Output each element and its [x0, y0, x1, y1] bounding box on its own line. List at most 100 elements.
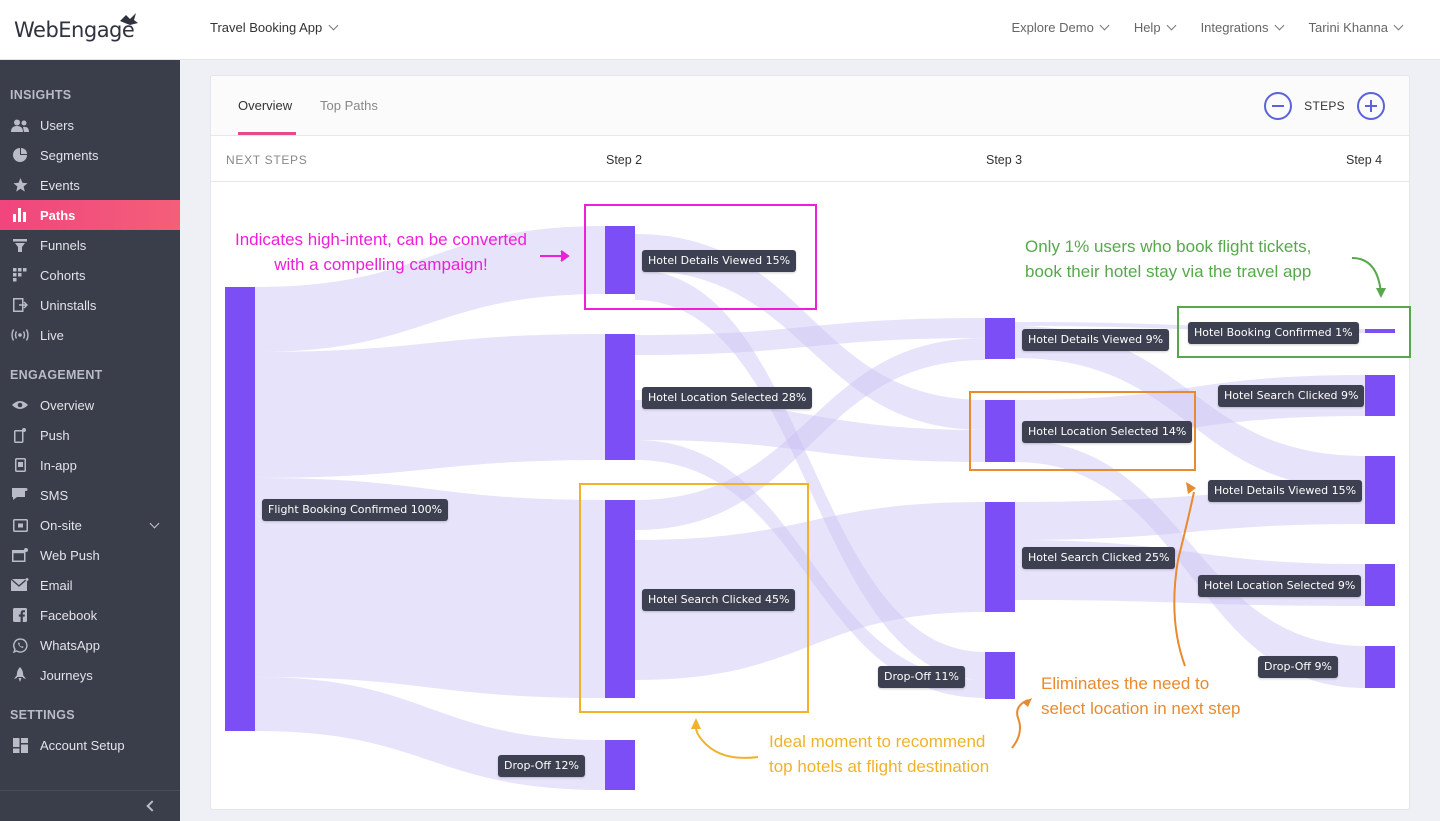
email-icon [10, 577, 30, 593]
sidebar-item-uninstalls[interactable]: Uninstalls [0, 290, 180, 320]
paths-card: Overview Top Paths STEPS NEXT STEPS Step… [210, 75, 1410, 810]
sidebar-item-whatsapp[interactable]: WhatsApp [0, 630, 180, 660]
tab-overview[interactable]: Overview [238, 98, 293, 113]
node-s2-drop-off[interactable] [605, 740, 635, 790]
account-setup-icon [10, 737, 30, 753]
yellow-arrow [691, 718, 759, 759]
webengage-logo[interactable]: WebEngage [14, 12, 138, 48]
sidebar-item-web-push[interactable]: Web Push [0, 540, 180, 570]
section-settings: SETTINGS [10, 708, 75, 722]
whatsapp-icon [10, 637, 30, 653]
node-label: Drop-Off 12% [498, 755, 585, 777]
help-menu[interactable]: Help [1134, 20, 1177, 35]
sidebar-item-cohorts[interactable]: Cohorts [0, 260, 180, 290]
sidebar-item-label: SMS [40, 487, 69, 503]
node-label: Hotel Location Selected 9% [1198, 575, 1362, 597]
sidebar-item-funnels[interactable]: Funnels [0, 230, 180, 260]
node-s3-drop-off[interactable] [985, 652, 1015, 699]
annotation-high-intent: Indicates high-intent, can be converted … [234, 230, 528, 274]
sidebar-item-journeys[interactable]: Journeys [0, 660, 180, 690]
sidebar-item-facebook[interactable]: Facebook [0, 600, 180, 630]
explore-demo-menu[interactable]: Explore Demo [1011, 20, 1110, 35]
green-arrow [1351, 257, 1386, 298]
in-app-icon [10, 457, 30, 473]
uninstall-icon [10, 297, 30, 313]
orange-arrow-up [1173, 482, 1196, 667]
flow-s2-s3-d [635, 400, 985, 462]
flow-s1-s2-details [255, 226, 605, 352]
eye-icon [10, 397, 30, 413]
steps-header-row: NEXT STEPS Step 2 Step 3 Step 4 [211, 136, 1409, 182]
node-s4-hotel-location[interactable] [1365, 564, 1395, 606]
step-3-header: Step 3 [986, 153, 1023, 167]
sidebar-item-email[interactable]: Email [0, 570, 180, 600]
node-s3-hotel-details[interactable] [985, 318, 1015, 359]
sidebar-item-label: Events [40, 177, 80, 193]
sidebar-item-live[interactable]: Live [0, 320, 180, 350]
tab-top-paths[interactable]: Top Paths [320, 98, 378, 113]
annotation-recommend-hotels: Ideal moment to recommend top hotels at … [769, 732, 990, 776]
node-label: Hotel Search Clicked 9% [1218, 385, 1365, 407]
sidebar-item-label: Live [40, 327, 64, 343]
node-s4-hotel-search[interactable] [1365, 375, 1395, 416]
sidebar-item-label: Segments [40, 147, 99, 163]
node-s4-hotel-booking[interactable] [1365, 329, 1395, 333]
sidebar-item-events[interactable]: Events [0, 170, 180, 200]
highlight-box-magenta [584, 204, 817, 310]
sidebar-item-label: Funnels [40, 237, 87, 253]
sidebar: INSIGHTS Users Segments Events Paths Fun… [0, 60, 180, 821]
sidebar-item-label: WhatsApp [40, 637, 100, 653]
sidebar-item-account-setup[interactable]: Account Setup [0, 730, 180, 760]
sidebar-item-users[interactable]: Users [0, 110, 180, 140]
app-name: Travel Booking App [210, 20, 323, 35]
node-s4-hotel-details[interactable] [1365, 456, 1395, 524]
node-s4-drop-off[interactable] [1365, 646, 1395, 688]
users-icon [10, 117, 30, 133]
node-label: Hotel Search Clicked 25% [1022, 547, 1176, 569]
sidebar-item-label: Uninstalls [40, 297, 97, 313]
steps-control: STEPS [1264, 92, 1385, 120]
node-label: Hotel Location Selected 28% [642, 387, 813, 409]
node-label: Flight Booking Confirmed 100% [262, 499, 449, 521]
app-selector[interactable]: Travel Booking App [210, 20, 339, 35]
next-steps-header: NEXT STEPS [226, 153, 308, 167]
integrations-menu[interactable]: Integrations [1201, 20, 1284, 35]
node-s2-hotel-search[interactable] [605, 500, 635, 698]
sidebar-item-segments[interactable]: Segments [0, 140, 180, 170]
tab-bar: Overview Top Paths STEPS [211, 76, 1409, 136]
remove-step-button[interactable] [1264, 92, 1293, 120]
sidebar-item-push[interactable]: Push [0, 420, 180, 450]
highlight-box-green [1177, 306, 1411, 358]
node-s2-hotel-location[interactable] [605, 334, 635, 460]
node-label: Hotel Details Viewed 9% [1022, 329, 1170, 351]
node-s1-flight-booking[interactable] [225, 287, 255, 731]
logo-bird-icon [120, 13, 138, 25]
sidebar-collapse-button[interactable] [0, 790, 180, 821]
node-label: Hotel Details Viewed 15% [642, 250, 797, 272]
flow-s3-s4-b [1015, 326, 1365, 490]
node-s2-hotel-details[interactable] [605, 226, 635, 294]
section-engagement: ENGAGEMENT [10, 368, 103, 382]
user-menu[interactable]: Tarini Khanna [1309, 20, 1404, 35]
sidebar-item-paths[interactable]: Paths [0, 200, 180, 230]
flow-s3-s4-e [1015, 490, 1365, 540]
sidebar-item-label: Web Push [40, 547, 100, 563]
node-s3-hotel-search[interactable] [985, 502, 1015, 612]
sidebar-item-in-app[interactable]: In-app [0, 450, 180, 480]
sidebar-item-on-site[interactable]: On-site [0, 510, 180, 540]
sidebar-item-label: Paths [40, 207, 76, 223]
sidebar-item-label: Push [40, 427, 70, 443]
add-step-button[interactable] [1357, 92, 1385, 120]
rocket-icon [10, 667, 30, 683]
pie-chart-icon [10, 147, 30, 163]
sms-icon [10, 487, 30, 503]
sidebar-item-sms[interactable]: SMS [0, 480, 180, 510]
flow-s2-s3-b [635, 338, 985, 530]
top-bar: WebEngage Travel Booking App Explore Dem… [0, 0, 1440, 60]
sidebar-item-label: Account Setup [40, 737, 125, 753]
flow-s1-s2-location [255, 334, 605, 478]
bar-chart-icon [10, 207, 30, 223]
active-tab-indicator [238, 132, 296, 135]
node-s3-hotel-location[interactable] [985, 400, 1015, 462]
sidebar-item-overview[interactable]: Overview [0, 390, 180, 420]
